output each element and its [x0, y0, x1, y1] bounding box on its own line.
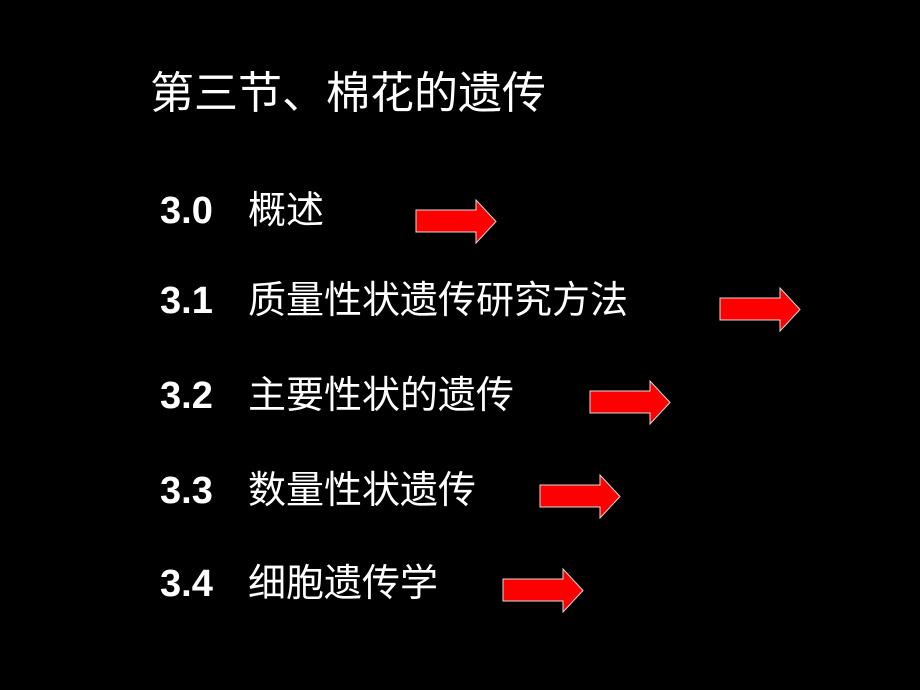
item-label: 细胞遗传学 [248, 561, 439, 605]
item-label: 质量性状遗传研究方法 [248, 278, 629, 322]
item-number: 3.3 [160, 470, 213, 512]
right-arrow-icon[interactable] [415, 199, 497, 244]
toc-item-3-3: 3.3 数量性状遗传 [160, 465, 476, 515]
toc-item-3-2: 3.2 主要性状的遗传 [160, 370, 514, 420]
item-label: 主要性状的遗传 [248, 373, 515, 417]
item-number: 3.4 [160, 563, 213, 605]
toc-item-3-0: 3.0 概述 [160, 185, 324, 235]
right-arrow-icon[interactable] [589, 380, 671, 425]
toc-item-3-4: 3.4 细胞遗传学 [160, 558, 438, 608]
right-arrow-icon[interactable] [502, 568, 584, 613]
right-arrow-icon[interactable] [539, 474, 621, 519]
item-number: 3.1 [160, 280, 213, 322]
item-number: 3.2 [160, 375, 213, 417]
toc-item-3-1: 3.1 质量性状遗传研究方法 [160, 275, 628, 325]
right-arrow-icon[interactable] [719, 287, 801, 332]
slide-title: 第三节、棉花的遗传 [150, 68, 546, 119]
item-label: 概述 [248, 188, 325, 232]
item-number: 3.0 [160, 190, 213, 232]
item-label: 数量性状遗传 [248, 468, 477, 512]
